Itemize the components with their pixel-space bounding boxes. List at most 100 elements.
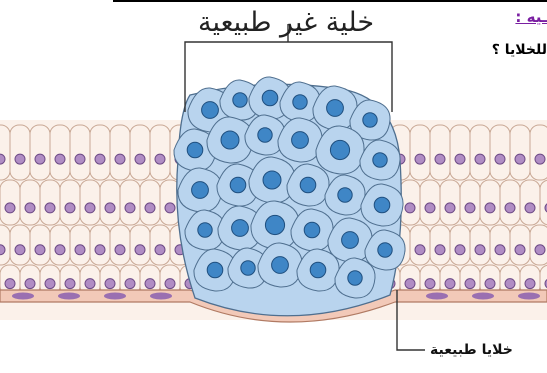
abnormal-nucleus [202,102,219,119]
abnormal-nucleus [342,232,359,249]
normal-nucleus [425,203,435,213]
normal-nucleus [155,154,165,164]
normal-nucleus [415,154,425,164]
abnormal-nucleus [265,215,284,234]
normal-nucleus [35,154,45,164]
normal-nucleus [65,203,75,213]
normal-cells-label: خلايا طبيعية [430,342,513,358]
abnormal-nucleus [330,140,349,159]
normal-nucleus [5,203,15,213]
abnormal-nucleus [207,262,223,278]
basal-nucleus [472,293,494,300]
abnormal-nucleus [374,197,390,213]
abnormal-nucleus [327,100,344,117]
abnormal-nucleus [304,222,320,238]
normal-nucleus [145,279,155,289]
basal-nucleus [518,293,540,300]
abnormal-nucleus [198,223,212,237]
normal-cell [0,125,10,180]
normal-nucleus [65,279,75,289]
basal-nucleus [426,293,448,300]
normal-nucleus [485,279,495,289]
normal-cell [70,125,90,180]
normal-cell [470,125,490,180]
normal-cell [130,125,150,180]
normal-nucleus [445,203,455,213]
basal-nucleus [58,293,80,300]
normal-nucleus [25,203,35,213]
normal-nucleus [505,279,515,289]
normal-nucleus [165,279,175,289]
abnormal-nucleus [241,261,255,275]
normal-nucleus [125,203,135,213]
normal-nucleus [415,245,425,255]
normal-nucleus [425,279,435,289]
normal-nucleus [475,154,485,164]
normal-nucleus [525,279,535,289]
abnormal-nucleus [192,182,209,199]
normal-nucleus [405,203,415,213]
normal-cell [90,125,110,180]
normal-nucleus [135,245,145,255]
normal-nucleus [95,154,105,164]
normal-nucleus [135,154,145,164]
normal-nucleus [45,279,55,289]
normal-nucleus [485,203,495,213]
normal-nucleus [535,154,545,164]
abnormal-nucleus [230,177,246,193]
abnormal-nucleus [293,95,307,109]
normal-nucleus [515,154,525,164]
normal-nucleus [35,245,45,255]
abnormal-nucleus [258,128,272,142]
abnormal-nucleus [232,220,249,237]
normal-cell [110,125,130,180]
normal-nucleus [515,245,525,255]
abnormal-nucleus [348,271,362,285]
normal-nucleus [495,245,505,255]
normal-nucleus [525,203,535,213]
normal-nucleus [105,279,115,289]
normal-nucleus [495,154,505,164]
normal-nucleus [85,279,95,289]
abnormal-nucleus [363,113,377,127]
normal-nucleus [165,203,175,213]
normal-cell [510,125,530,180]
normal-cell [540,180,547,225]
abnormal-nucleus [373,153,387,167]
abnormal-nucleus [233,93,247,107]
abnormal-nucleus [310,262,326,278]
normal-nucleus [15,154,25,164]
normal-nucleus [465,279,475,289]
normal-cell [450,125,470,180]
normal-nucleus [145,203,155,213]
basal-nucleus [12,293,34,300]
normal-nucleus [105,203,115,213]
abnormal-nucleus [262,90,278,106]
abnormal-cell-label: خلية غير طبيعية [198,7,374,38]
normal-nucleus [455,154,465,164]
normal-nucleus [475,245,485,255]
normal-nucleus [445,279,455,289]
normal-cell [30,125,50,180]
normal-nucleus [115,245,125,255]
normal-cell [50,125,70,180]
abnormal-nucleus [292,132,309,149]
abnormal-nucleus [187,142,203,158]
normal-cell [10,125,30,180]
normal-nucleus [435,154,445,164]
normal-nucleus [45,203,55,213]
normal-nucleus [55,245,65,255]
normal-nucleus [25,279,35,289]
normal-nucleus [505,203,515,213]
abnormal-nucleus [263,171,281,189]
normal-nucleus [405,279,415,289]
normal-cell [150,125,170,180]
normal-cell [530,125,547,180]
normal-cell [490,125,510,180]
normal-nucleus [455,245,465,255]
normal-nucleus [5,279,15,289]
normal-cell [410,125,430,180]
abnormal-nucleus [272,257,289,274]
normal-nucleus [95,245,105,255]
